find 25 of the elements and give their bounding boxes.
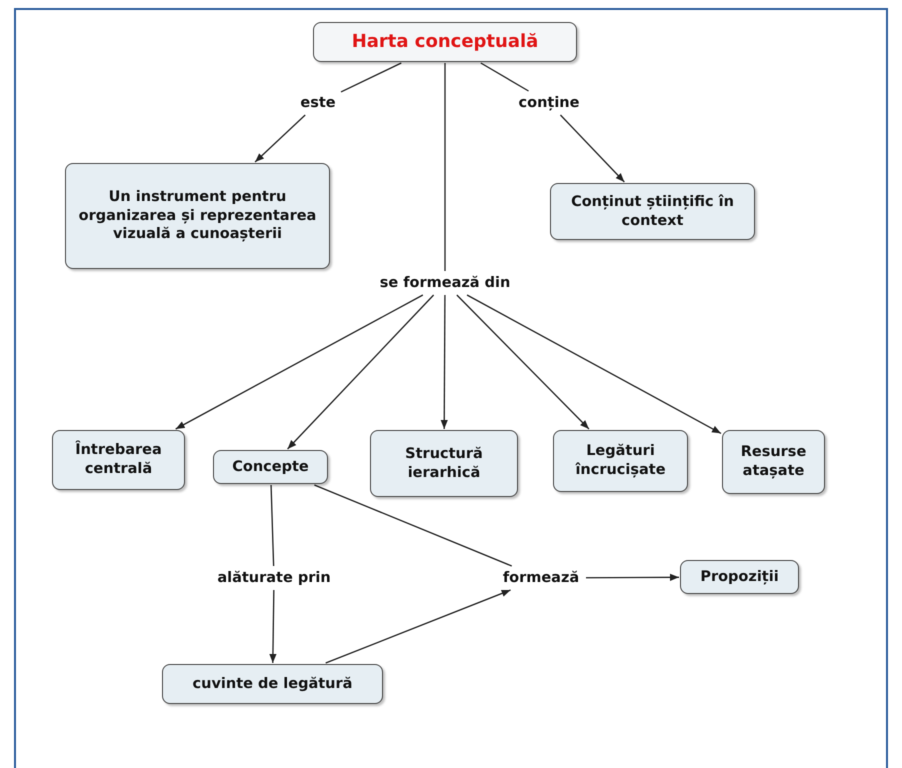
connector-line bbox=[270, 484, 274, 566]
concept-box: cuvinte de legătură bbox=[162, 664, 383, 704]
arrow bbox=[325, 589, 511, 664]
connector-line bbox=[480, 62, 529, 92]
arrow bbox=[466, 294, 722, 434]
concept-box: Întrebarea centrală bbox=[52, 430, 185, 490]
concept-box: Un instrument pentru organizarea și reprezentarea vizuală a cunoașterii bbox=[65, 163, 330, 269]
arrow bbox=[440, 295, 448, 429]
arrow bbox=[269, 590, 277, 664]
connector-line bbox=[444, 63, 446, 271]
concept-box: Concepte bbox=[213, 450, 328, 484]
arrow bbox=[175, 294, 424, 430]
concept-box: Structură ierarhică bbox=[370, 430, 518, 497]
arrow bbox=[560, 114, 625, 182]
concept-box: Conținut științific în context bbox=[550, 183, 755, 240]
concept-box: Resurse atașate bbox=[722, 430, 825, 494]
title-concept-box: Harta conceptuală bbox=[313, 22, 577, 62]
connector-line bbox=[314, 484, 512, 567]
connector-line bbox=[340, 62, 402, 93]
arrow bbox=[456, 294, 590, 430]
concept-box: Propoziții bbox=[680, 560, 799, 594]
arrow bbox=[287, 294, 434, 450]
arrow bbox=[254, 114, 306, 162]
concept-box: Legături încrucișate bbox=[553, 430, 688, 492]
arrow bbox=[586, 574, 679, 581]
